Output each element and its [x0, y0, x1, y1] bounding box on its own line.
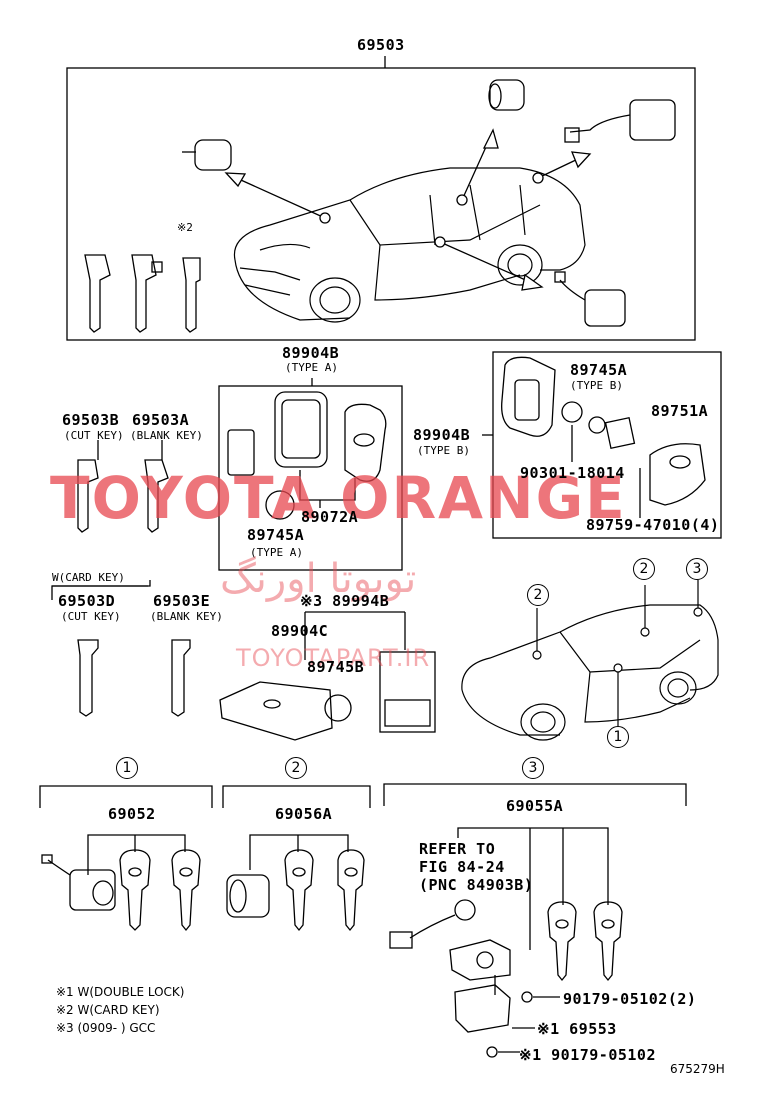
part-number-89745b: 89745B	[307, 658, 365, 676]
note-marker-2: ※2	[177, 221, 193, 234]
car-illustration-bottom	[461, 580, 719, 741]
watermark-main: TOYOTA ORANGE	[50, 464, 627, 532]
part-number-89904b: 89904B	[282, 344, 340, 362]
part-number-89994b: ※3 89994B	[300, 592, 390, 610]
callout-circle-2-car: 2	[527, 584, 549, 606]
callout-circle-1-car: 1	[607, 726, 629, 748]
section-1-parts	[41, 834, 201, 932]
footnote-2: ※2 W(CARD KEY)	[56, 1003, 160, 1017]
watermark-site: TOYOTAPART.IR	[236, 644, 431, 672]
blank-key-label-2: (BLANK KEY)	[150, 610, 223, 623]
top-assembly-frame	[66, 56, 696, 341]
part-number-69052: 69052	[108, 805, 156, 823]
part-number-69503e: 69503E	[153, 592, 211, 610]
blank-key-label: (BLANK KEY)	[130, 429, 203, 442]
card-key-section	[51, 580, 436, 741]
cut-key-label: (CUT KEY)	[64, 429, 124, 442]
part-number-90301-18014: 90301-18014	[520, 464, 625, 482]
callout-circle-1-bracket: 1	[116, 757, 138, 779]
type-a-label: (TYPE A)	[285, 361, 338, 374]
part-number-89745a-type-b: 89745A	[570, 361, 628, 379]
middle-left-keys	[77, 440, 169, 533]
part-number-69055a: 69055A	[506, 797, 564, 815]
type-b-box	[482, 351, 722, 539]
callout-circle-2-bracket: 2	[285, 757, 307, 779]
footnote-3: ※3 (0909- ) GCC	[56, 1021, 156, 1035]
part-number-89072a: 89072A	[301, 508, 359, 526]
part-number-69503a: 69503A	[132, 411, 190, 429]
type-a-box	[218, 378, 403, 571]
callout-circle-3-bracket: 3	[522, 757, 544, 779]
type-a-label-2: (TYPE A)	[250, 546, 303, 559]
part-number-69503b: 69503B	[62, 411, 120, 429]
type-b-label: (TYPE B)	[417, 444, 470, 457]
part-number-69056a: 69056A	[275, 805, 333, 823]
section-2-parts	[226, 834, 365, 932]
part-number-69503d: 69503D	[58, 592, 116, 610]
type-b-label-2: (TYPE B)	[570, 379, 623, 392]
figure-code: 675279H	[670, 1062, 725, 1076]
footnote-1: ※1 W(DOUBLE LOCK)	[56, 985, 185, 999]
watermark-persian: تویوتا اورنگ	[220, 556, 417, 602]
part-number-69553: ※1 69553	[537, 1020, 617, 1038]
part-number-90179-05102: ※1 90179-05102	[519, 1046, 656, 1064]
card-key-group-label: W(CARD KEY)	[52, 571, 125, 584]
top-key-blades	[84, 254, 201, 333]
part-number-89745a-type-a: 89745A	[247, 526, 305, 544]
refer-to-line-1: REFER TO	[419, 840, 496, 858]
callout-circle-3-car: 3	[686, 558, 708, 580]
cut-key-label-2: (CUT KEY)	[61, 610, 121, 623]
part-number-89759-47010: 89759-47010(4)	[586, 516, 720, 534]
refer-to-line-3: (PNC 84903B)	[419, 876, 534, 894]
section-brackets	[39, 783, 687, 808]
part-number-89751a: 89751A	[651, 402, 709, 420]
section-3-parts	[389, 827, 623, 1058]
refer-to-line-2: FIG 84-24	[419, 858, 505, 876]
top-callout-arrows	[224, 128, 592, 291]
callout-circle-2-car-b: 2	[633, 558, 655, 580]
part-number-90179-05102-qty2: 90179-05102(2)	[563, 990, 697, 1008]
part-number-69503: 69503	[357, 36, 405, 54]
part-number-89904c: 89904C	[271, 622, 329, 640]
top-lock-cylinders	[182, 79, 676, 327]
part-number-89904b-type-b: 89904B	[413, 426, 471, 444]
car-illustration-top	[233, 167, 586, 323]
